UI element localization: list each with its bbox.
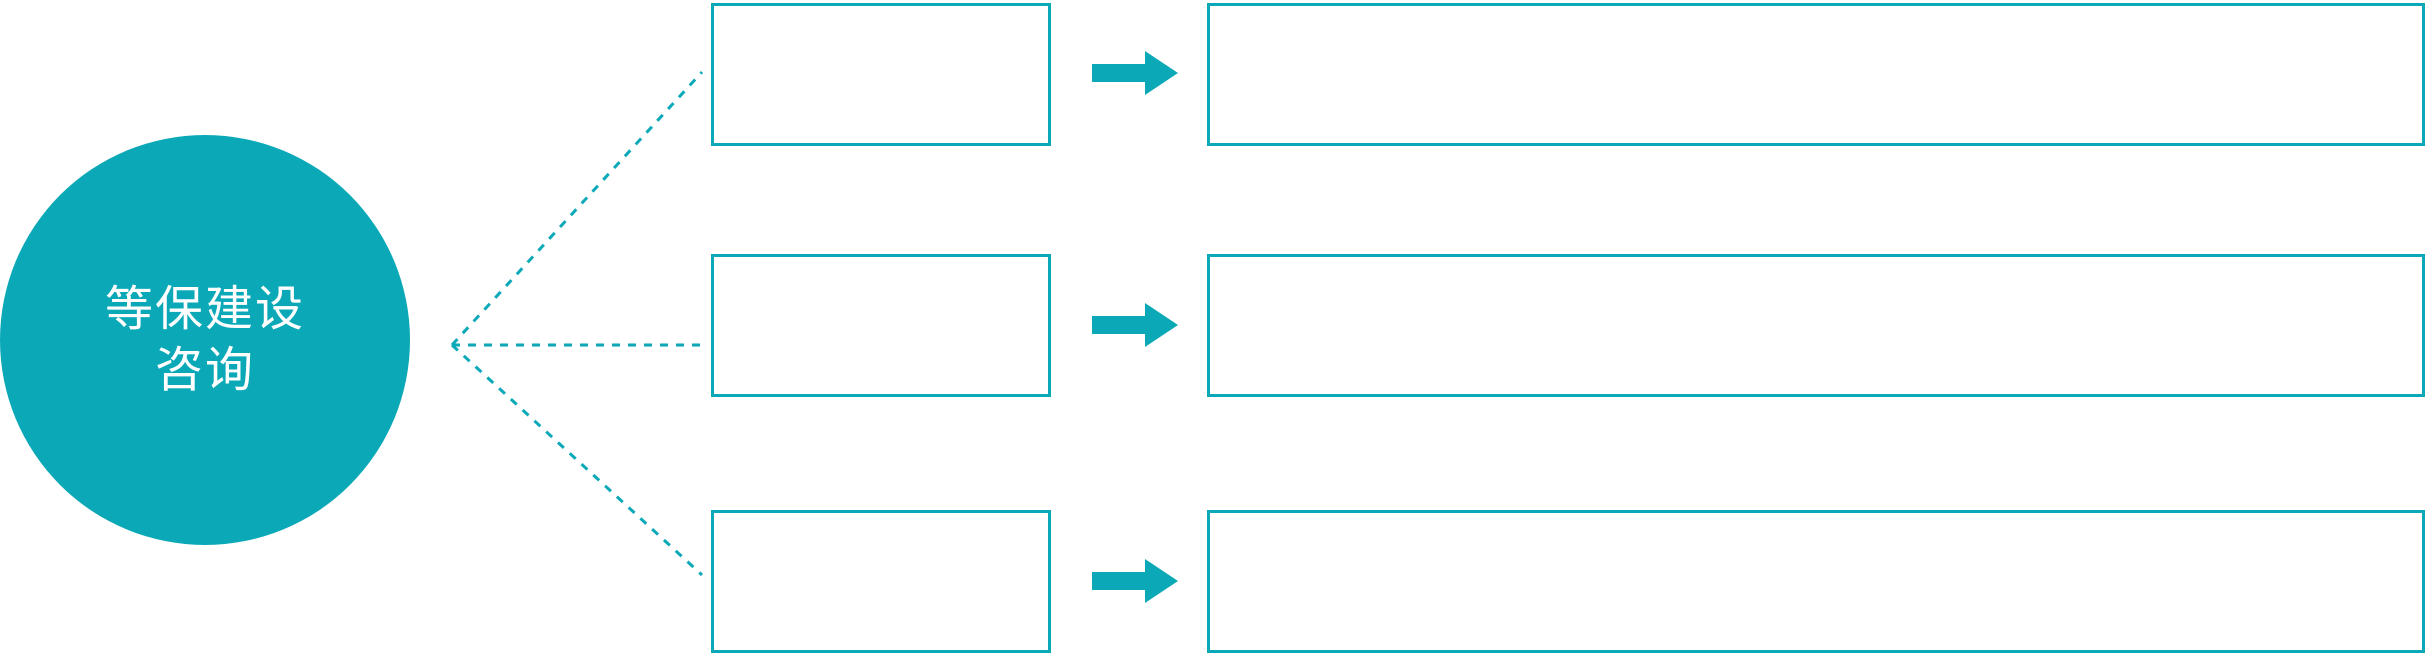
right-block-arrow-icon bbox=[1092, 303, 1178, 347]
detail-box-row-1[interactable] bbox=[1207, 3, 2425, 146]
connector-line-row3 bbox=[450, 343, 704, 577]
right-block-arrow-icon bbox=[1092, 51, 1178, 95]
hub-circle[interactable]: 等保建设 咨询 bbox=[0, 135, 410, 545]
stage-box-row-3[interactable] bbox=[711, 510, 1051, 653]
connector-line-row1 bbox=[450, 70, 704, 347]
right-block-arrow-icon bbox=[1092, 559, 1178, 603]
stage-box-row-2[interactable] bbox=[711, 254, 1051, 397]
detail-box-row-2[interactable] bbox=[1207, 254, 2425, 397]
detail-box-row-3[interactable] bbox=[1207, 510, 2425, 653]
stage-box-row-1[interactable] bbox=[711, 3, 1051, 146]
hub-label: 等保建设 咨询 bbox=[104, 282, 305, 397]
